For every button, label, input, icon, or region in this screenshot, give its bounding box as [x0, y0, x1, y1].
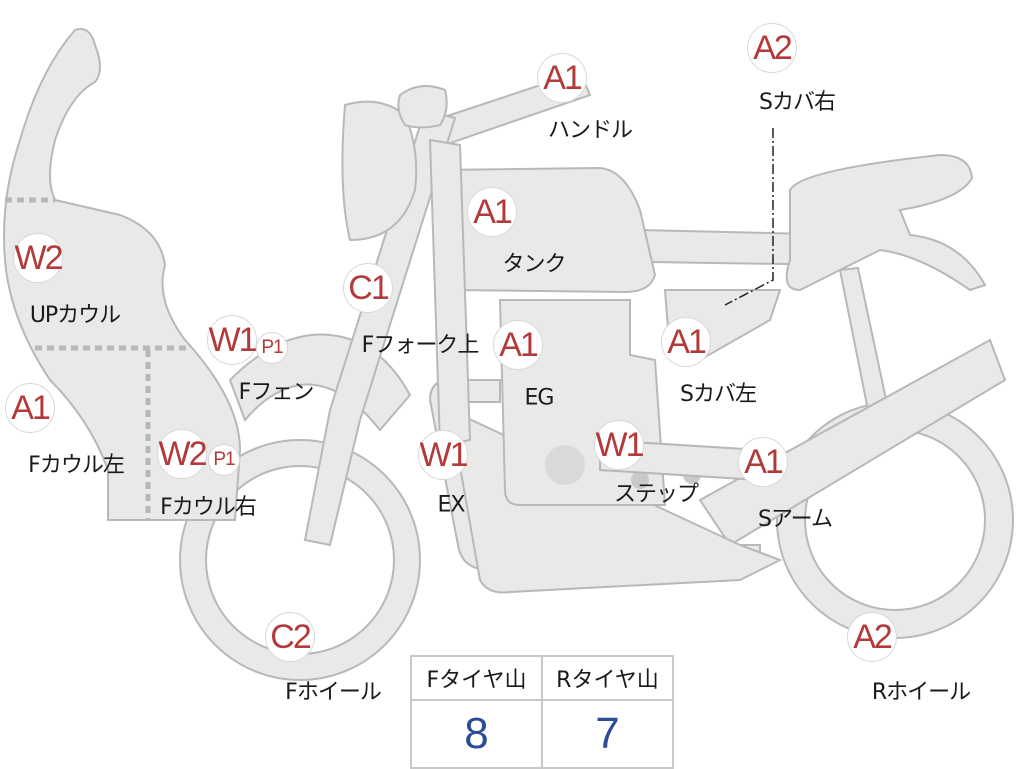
leader-line — [724, 128, 774, 306]
label-swing-arm: Sアーム — [758, 507, 833, 532]
code-badge-step: W1 — [594, 420, 645, 470]
code-badge-engine: A1 — [493, 320, 543, 370]
label-upper-cowl: UPカウル — [29, 303, 121, 328]
label-handlebar: ハンドル — [547, 118, 633, 143]
label-front-fork-upper: Fフォーク上 — [361, 333, 480, 358]
label-rear-wheel: Rホイール — [871, 680, 971, 705]
sub-badge-front-cowl-right: P1 — [208, 444, 240, 476]
code-badge-front-cowl-right: W2 — [157, 429, 208, 479]
front-tire-value: 8 — [410, 699, 543, 769]
code-badge-swing-arm: A1 — [738, 437, 788, 487]
swing-arm — [698, 338, 1007, 547]
label-step: ステップ — [613, 482, 699, 507]
label-tank: タンク — [502, 252, 566, 277]
code-badge-rear-wheel: A2 — [847, 612, 897, 662]
headlight — [341, 100, 418, 242]
label-front-fender: Fフェン — [238, 380, 315, 405]
code-badge-front-fork-upper: C1 — [343, 263, 393, 313]
rear-tire-value: 7 — [541, 699, 674, 769]
sub-badge-front-fender: P1 — [256, 332, 288, 364]
label-engine: EG — [524, 385, 555, 411]
fairing — [3, 28, 242, 521]
code-badge-front-fender: W1 — [207, 315, 258, 365]
rear-frame — [838, 266, 892, 422]
code-badge-side-cover-right: A2 — [747, 23, 797, 73]
code-badge-front-cowl-left: A1 — [5, 383, 55, 433]
tire-tread-table: Fタイヤ山 Rタイヤ山 8 7 — [410, 655, 674, 769]
label-front-cowl-right: Fカウル右 — [160, 495, 257, 520]
front-fork — [303, 108, 457, 547]
rear-tire-header: Rタイヤ山 — [541, 655, 674, 701]
seat — [785, 153, 987, 292]
front-tire-header: Fタイヤ山 — [410, 655, 543, 701]
code-badge-exhaust: W1 — [418, 430, 469, 480]
label-side-cover-left: Sカバ左 — [680, 382, 757, 407]
code-badge-tank: A1 — [467, 187, 517, 237]
label-front-cowl-left: Fカウル左 — [28, 453, 125, 478]
code-badge-front-wheel: C2 — [265, 612, 315, 662]
meter — [397, 85, 448, 129]
code-badge-side-cover-left: A1 — [661, 317, 711, 367]
code-badge-handlebar: A1 — [537, 53, 587, 103]
front-wheel — [180, 440, 420, 680]
label-side-cover-right: Sカバ右 — [759, 90, 836, 115]
label-front-wheel: Fホイール — [285, 680, 382, 705]
label-exhaust: EX — [437, 492, 466, 518]
code-badge-upper-cowl: W2 — [13, 233, 64, 283]
